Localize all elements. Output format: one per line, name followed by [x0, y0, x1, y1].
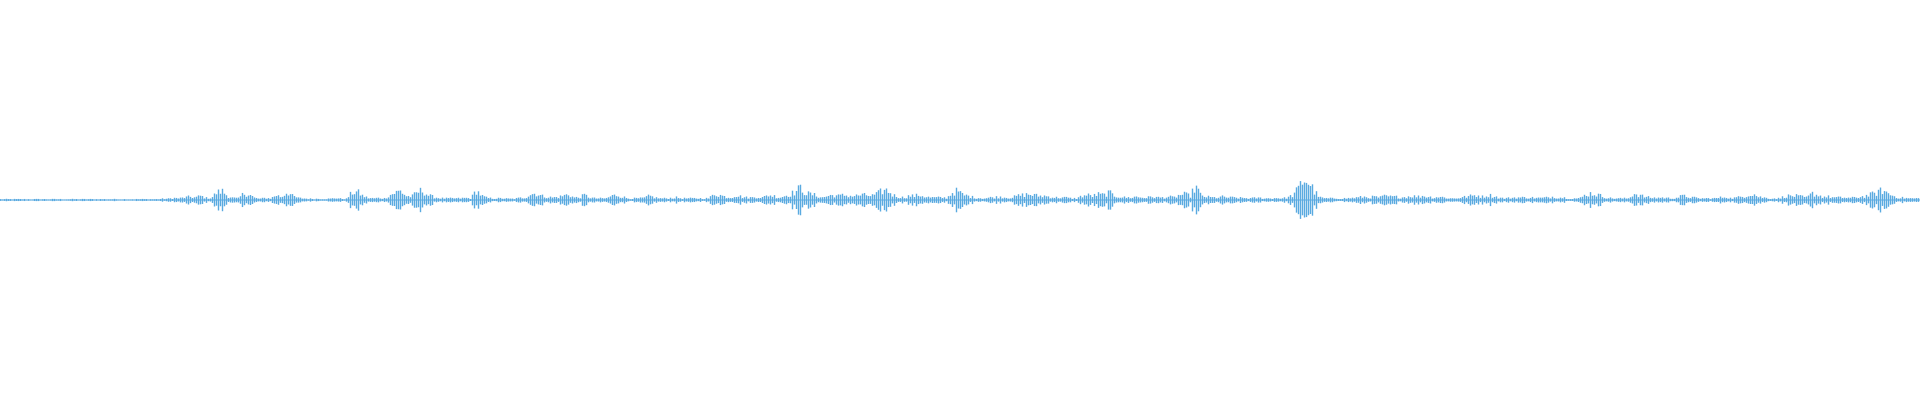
- waveform-bars: [0, 181, 1920, 219]
